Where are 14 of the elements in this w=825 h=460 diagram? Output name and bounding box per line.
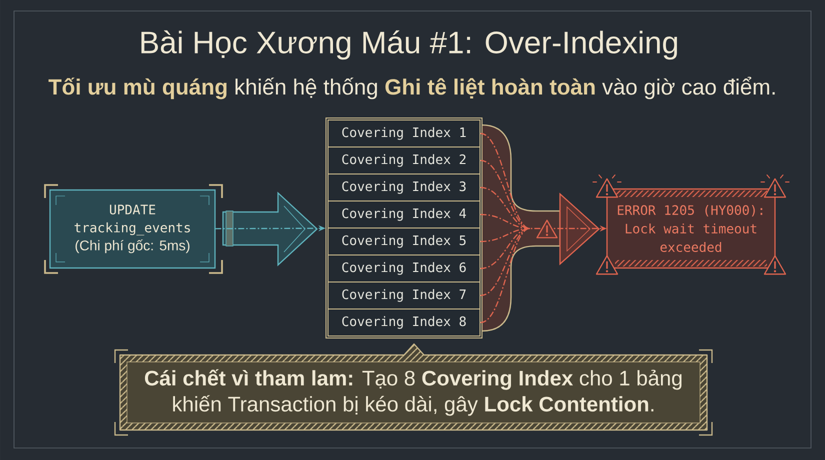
title: Bài Học Xương Máu #1: Over-Indexing bbox=[141, 30, 677, 60]
index-box: Covering Index 8 bbox=[328, 308, 480, 336]
callout-box: Cái chết vì tham lam: Tạo 8 Covering Index cho 1 bảng khiến Transaction bị kéo dài, gây Lock Contention. bbox=[114, 343, 713, 436]
subtitle: Tối ưu mù quáng khiến hệ thống Ghi tê liệt hoàn toàn vào giờ cao điểm. bbox=[48, 76, 775, 100]
index-box: Covering Index 2 bbox=[328, 146, 480, 174]
index-box: Covering Index 6 bbox=[328, 254, 480, 282]
error-box: ERROR 1205 (HY000): Lock wait timeout exceeded bbox=[606, 188, 776, 269]
index-box: Covering Index 4 bbox=[328, 200, 480, 228]
process-box: UPDATE tracking_events (Chi phí gốc: 5ms) bbox=[44, 184, 223, 274]
index-box: Covering Index 5 bbox=[328, 228, 480, 256]
index-stack bbox=[326, 118, 482, 338]
index-box: Covering Index 7 bbox=[328, 281, 480, 310]
index-box: Covering Index 3 bbox=[328, 174, 480, 202]
index-box: Covering Index 1 bbox=[328, 120, 480, 148]
